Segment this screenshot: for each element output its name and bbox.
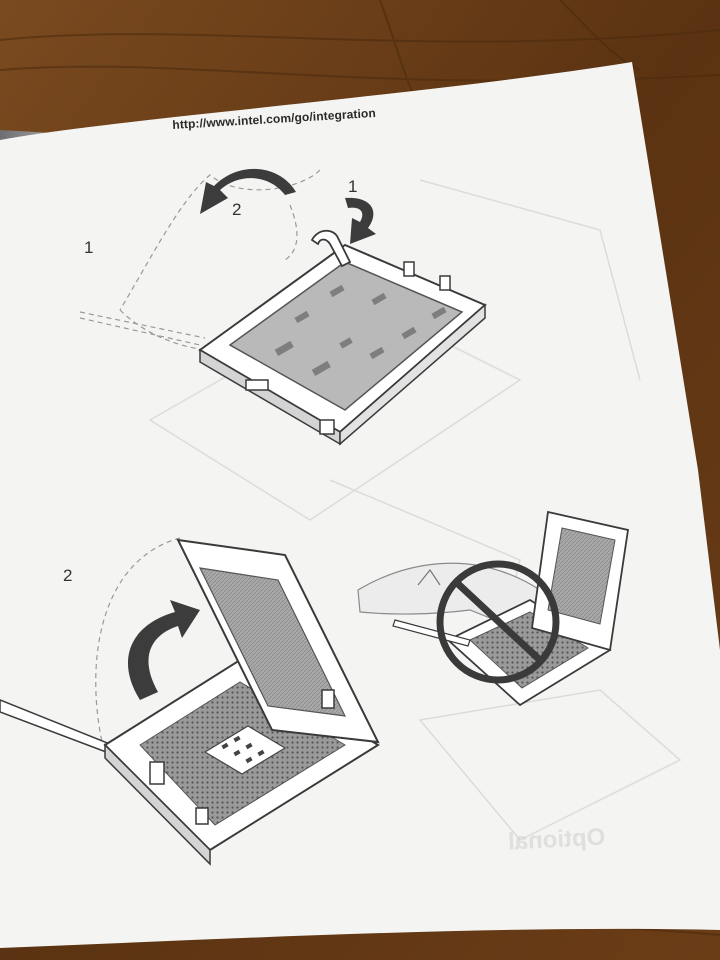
finger-nail (417, 568, 441, 586)
curved-arrow-icon (200, 168, 296, 214)
bottom-socket-illustration (0, 537, 380, 866)
step-number-bottom: 2 (63, 566, 73, 585)
load-lever (310, 229, 352, 268)
no-symbol-icon (436, 560, 560, 684)
socket-base-side (104, 743, 211, 866)
mini-lid-window (547, 527, 616, 625)
arrow-number-2: 2 (232, 200, 241, 219)
lid-window (198, 567, 347, 717)
socket-frame-side-right (339, 303, 486, 446)
warning-illustration (357, 510, 630, 707)
ghost-lever (79, 169, 321, 351)
protective-plate (228, 261, 464, 411)
bleed-through-text: Optional (507, 823, 606, 856)
curved-arrow-icon (345, 197, 376, 244)
arrow-number-1: 1 (348, 177, 357, 196)
step-number-top: 1 (84, 238, 94, 257)
top-socket-illustration: 2 1 (79, 168, 487, 446)
plate-marks (274, 284, 447, 376)
base-clips (149, 689, 335, 825)
center-block (203, 725, 287, 775)
curved-arrow-icon (127, 600, 200, 700)
mini-lever (392, 619, 471, 647)
socket-clips (245, 261, 451, 435)
dashed-arc (95, 537, 181, 743)
paper-sheet (0, 62, 720, 948)
